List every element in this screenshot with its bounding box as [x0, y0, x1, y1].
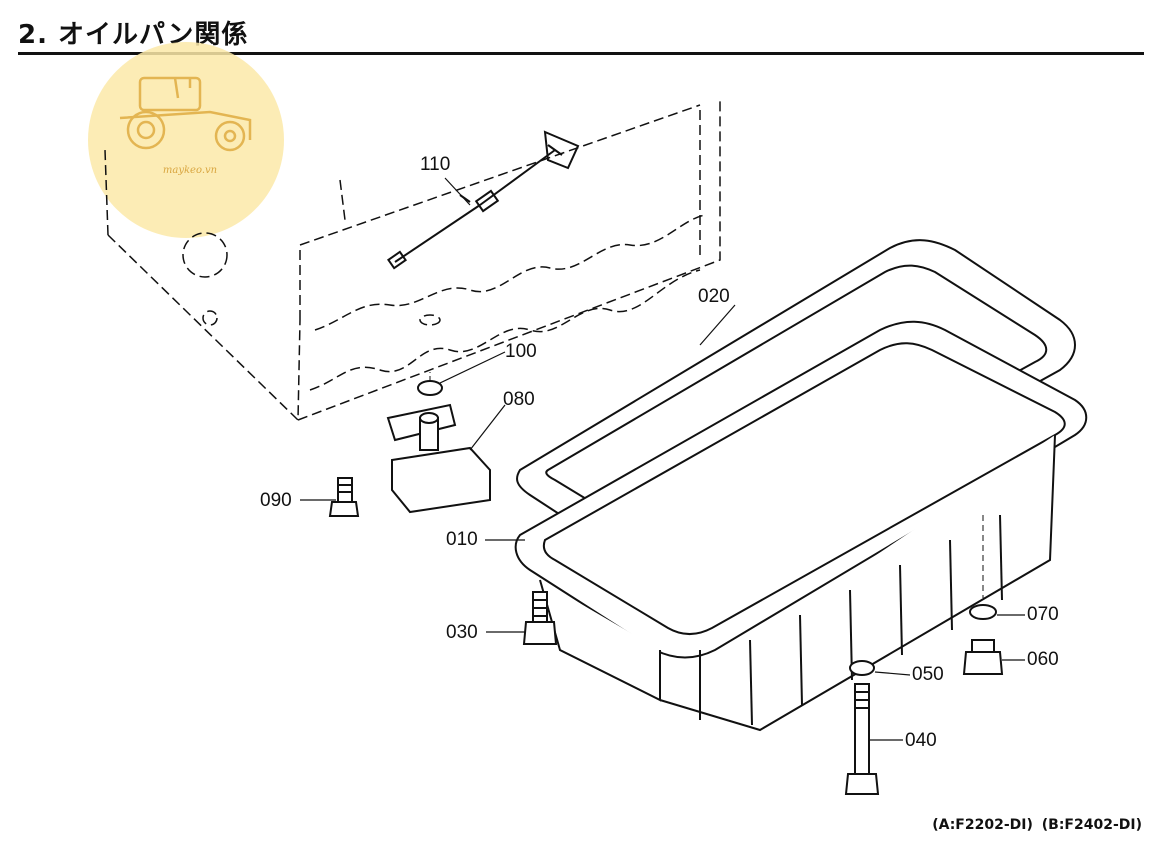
model-b-label: (B:F2402-DI) [1041, 817, 1142, 833]
washer-070 [969, 604, 997, 620]
callout-020: 020 [698, 286, 730, 307]
title-rule [18, 52, 1144, 55]
engine-block [104, 100, 721, 422]
callout-070: 070 [1027, 604, 1059, 625]
callout-100: 100 [505, 341, 537, 362]
callout-090: 090 [260, 490, 292, 511]
tractor-logo-icon [119, 76, 252, 152]
oil-pan [514, 320, 1088, 732]
callout-060: 060 [1027, 649, 1059, 670]
leader-lines [300, 177, 1025, 741]
o-ring [417, 380, 443, 396]
callout-080: 080 [503, 389, 535, 410]
drain-plug-060 [962, 639, 1004, 675]
callout-050: 050 [912, 664, 944, 685]
washer-050 [849, 660, 875, 676]
bolt-040 [844, 683, 880, 795]
callout-040: 040 [905, 730, 937, 751]
dipstick [387, 130, 580, 270]
oil-strainer [386, 403, 491, 514]
bolt-090 [328, 477, 360, 517]
callout-010: 010 [446, 529, 478, 550]
watermark-badge [88, 42, 284, 238]
watermark-text: maykeo.vn [162, 165, 218, 176]
model-applicability: (A:F2202-DI) (B:F2402-DI) [928, 817, 1142, 833]
model-a-label: (A:F2202-DI) [932, 817, 1033, 833]
gasket [516, 239, 1076, 579]
callout-030: 030 [446, 622, 478, 643]
callout-110: 110 [420, 154, 451, 175]
bolt-030 [522, 591, 558, 645]
